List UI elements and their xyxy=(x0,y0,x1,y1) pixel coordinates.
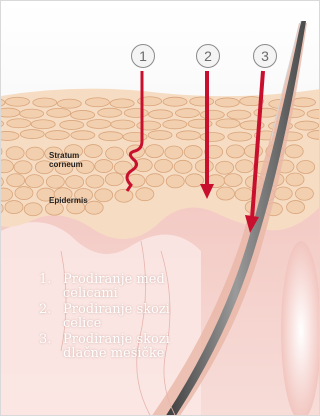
corneocyte xyxy=(47,108,71,117)
epidermal-cell xyxy=(24,203,42,216)
label-stratum-corneum: Stratum corneum xyxy=(49,151,109,169)
legend-text: Prodiranje skozi dlačne mešičke xyxy=(63,333,209,361)
epidermal-cell xyxy=(286,173,304,186)
legend-item: 3. Prodiranje skozi dlačne mešičke xyxy=(39,333,209,361)
corneocyte xyxy=(200,110,224,119)
epidermal-cell xyxy=(66,175,84,188)
corneocyte xyxy=(85,98,109,107)
marker-1: 1 xyxy=(131,44,155,68)
epidermal-cell xyxy=(216,187,234,200)
epidermal-cell xyxy=(115,189,133,202)
epidermal-cell xyxy=(46,175,64,188)
corneocyte xyxy=(215,98,239,107)
epidermal-cell xyxy=(26,147,44,160)
corneocyte xyxy=(190,97,214,106)
corneocyte xyxy=(87,119,111,128)
corneocyte xyxy=(1,131,19,140)
epidermal-cell xyxy=(5,201,23,214)
corneocyte xyxy=(228,132,252,141)
epidermal-cell xyxy=(105,173,123,186)
corneocyte xyxy=(295,121,319,130)
epidermal-cell xyxy=(15,187,33,200)
corneocyte xyxy=(110,99,134,108)
epidermal-cell xyxy=(136,188,154,201)
corneocyte xyxy=(71,110,95,119)
epidermal-cell xyxy=(86,175,104,188)
corneocyte xyxy=(71,131,95,140)
epidermal-cell xyxy=(244,145,262,158)
legend: 1. Prodiranje med celicami 2. Prodiranje… xyxy=(39,273,209,363)
corneocyte xyxy=(1,108,20,117)
corneocyte xyxy=(20,109,44,118)
corneocyte xyxy=(149,110,173,119)
corneocyte xyxy=(111,120,135,129)
corneocyte xyxy=(227,110,251,119)
corneocyte xyxy=(31,120,55,129)
epidermal-cell xyxy=(184,146,202,159)
corneocyte xyxy=(7,119,31,128)
corneocyte xyxy=(216,119,240,128)
corneocyte xyxy=(98,108,122,117)
legend-item: 2. Prodiranje skozi celice xyxy=(39,303,209,331)
marker-2: 2 xyxy=(196,44,220,68)
epidermal-cell xyxy=(95,189,113,202)
epidermal-cell xyxy=(174,160,192,173)
corneocyte xyxy=(5,97,29,106)
corneocyte xyxy=(200,132,224,141)
epidermal-cell xyxy=(287,201,305,214)
epidermal-cell xyxy=(155,159,173,172)
marker-3: 3 xyxy=(253,44,277,68)
corneocyte xyxy=(57,99,81,108)
epidermal-cell xyxy=(216,161,234,174)
epidermal-cell xyxy=(195,160,213,173)
epidermal-cell xyxy=(236,160,254,173)
legend-item: 1. Prodiranje med celicami xyxy=(39,273,209,301)
epidermal-cell xyxy=(6,147,24,160)
corneocyte xyxy=(148,131,172,140)
legend-text: Prodiranje skozi celice xyxy=(63,303,209,331)
corneocyte xyxy=(176,131,200,140)
epidermal-cell xyxy=(285,145,303,158)
corneocyte xyxy=(254,108,278,117)
corneocyte xyxy=(45,131,69,140)
label-epidermis: Epidermis xyxy=(49,196,88,205)
epidermal-cell xyxy=(146,174,164,187)
epidermal-cell xyxy=(226,145,244,158)
epidermal-cell xyxy=(25,175,43,188)
epidermal-cell xyxy=(166,175,184,188)
legend-text: Prodiranje med celicami xyxy=(63,273,209,301)
legend-index: 3. xyxy=(39,333,63,361)
epidermal-cell xyxy=(165,146,183,159)
legend-index: 1. xyxy=(39,273,63,301)
epidermal-cell xyxy=(235,188,253,201)
epidermal-cell xyxy=(7,174,25,187)
corneocyte xyxy=(175,109,199,118)
corneocyte xyxy=(33,98,57,107)
epidermal-cell xyxy=(145,145,163,158)
epidermal-cell xyxy=(297,161,315,174)
corneocyte xyxy=(163,120,187,129)
corneocyte xyxy=(99,132,123,141)
corneocyte xyxy=(20,130,44,139)
epidermal-cell xyxy=(295,187,313,200)
corneocyte xyxy=(137,121,161,130)
corneocyte xyxy=(163,97,187,106)
corneocyte xyxy=(60,120,84,129)
corneocyte xyxy=(291,98,315,107)
epidermal-cell xyxy=(224,174,242,187)
epidermal-cell xyxy=(14,161,32,174)
epidermal-cell xyxy=(274,187,292,200)
corneocyte xyxy=(124,108,148,117)
legend-index: 2. xyxy=(39,303,63,331)
